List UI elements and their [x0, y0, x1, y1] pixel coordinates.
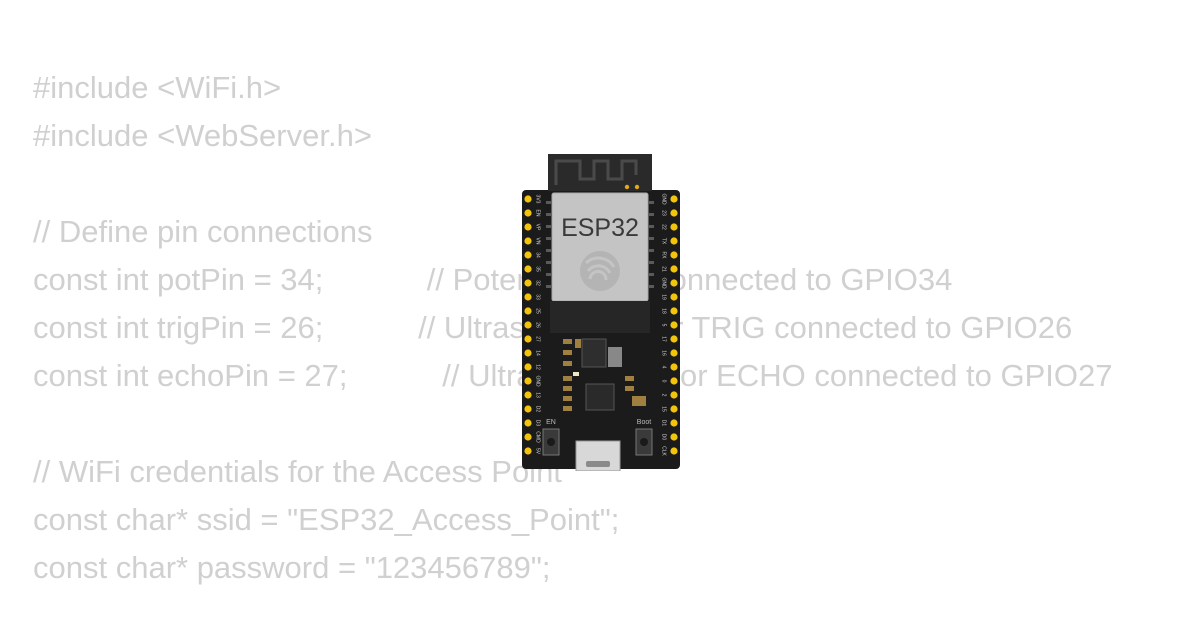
code-listing: #include <WiFi.h> #include <WebServer.h> /… — [33, 64, 1113, 592]
pin-label: CMD — [535, 431, 541, 443]
pin-label: VN — [535, 238, 541, 245]
module-label: ESP32 — [561, 214, 639, 242]
pin-label: 18 — [661, 308, 667, 314]
pin-label: 15 — [661, 406, 667, 412]
pin-label: D3 — [535, 420, 541, 427]
boot-button-cap — [640, 438, 648, 446]
module-base — [550, 301, 650, 333]
pin-label: 34 — [535, 252, 541, 258]
antenna-trace-icon — [554, 159, 638, 185]
code-line: #include <WiFi.h> — [33, 70, 282, 105]
usb-opening — [586, 461, 610, 467]
en-label: EN — [546, 419, 556, 426]
pin-label: 2 — [661, 394, 667, 397]
code-line: // Define pin connections — [33, 214, 373, 249]
code-line: const char* password = "123456789"; — [33, 550, 551, 585]
en-button-cap — [547, 438, 555, 446]
pin-label: CLK — [661, 446, 667, 456]
pin-label: D0 — [661, 434, 667, 441]
left-header-pins — [524, 195, 532, 455]
usb-uart-chip — [585, 383, 615, 411]
pin-label: D2 — [535, 406, 541, 413]
voltage-regulator — [581, 338, 607, 368]
pin-label: 35 — [535, 266, 541, 272]
pin-label: VP — [535, 224, 541, 231]
code-line: const char* ssid = "ESP32_Access_Point"; — [33, 502, 620, 537]
pin-label: 27 — [535, 336, 541, 342]
pin-label: GND — [661, 193, 667, 205]
led-indicator — [573, 372, 579, 376]
boot-label: Boot — [637, 419, 651, 426]
regulator-tab — [608, 347, 622, 367]
code-line: // WiFi credentials for the Access Point — [33, 454, 562, 489]
pin-label: 4 — [661, 366, 667, 369]
pin-label: 0 — [661, 380, 667, 383]
pin-label: 14 — [535, 350, 541, 356]
espressif-logo-icon — [580, 251, 620, 291]
pin-label: GND — [661, 277, 667, 289]
pin-label: 12 — [535, 364, 541, 370]
pin-label: TX — [661, 238, 667, 245]
esp32-devkit-board: ESP32 — [522, 154, 680, 471]
module-pad — [634, 184, 640, 190]
pin-label: 32 — [535, 280, 541, 286]
smd-components — [563, 339, 646, 411]
pin-label: EN — [535, 210, 541, 217]
module-castellations — [546, 201, 654, 288]
right-header-pins — [670, 195, 678, 455]
pin-label: 22 — [661, 224, 667, 230]
pin-label: 19 — [661, 294, 667, 300]
pin-label: 33 — [535, 294, 541, 300]
pin-label: GND — [535, 375, 541, 387]
code-line: #include <WebServer.h> — [33, 118, 372, 153]
pin-label: 23 — [661, 210, 667, 216]
pin-label: D1 — [661, 420, 667, 427]
pin-label: 25 — [535, 308, 541, 314]
pin-label: RX — [661, 252, 667, 260]
pin-label: 3V3 — [535, 195, 541, 204]
pin-label: 5 — [661, 324, 667, 327]
pin-label: 26 — [535, 322, 541, 328]
pin-label: 5V — [535, 448, 541, 455]
module-pad — [624, 184, 630, 190]
pin-label: 13 — [535, 392, 541, 398]
pin-label: 16 — [661, 350, 667, 356]
pin-label: 17 — [661, 336, 667, 342]
pin-label: 21 — [661, 266, 667, 272]
